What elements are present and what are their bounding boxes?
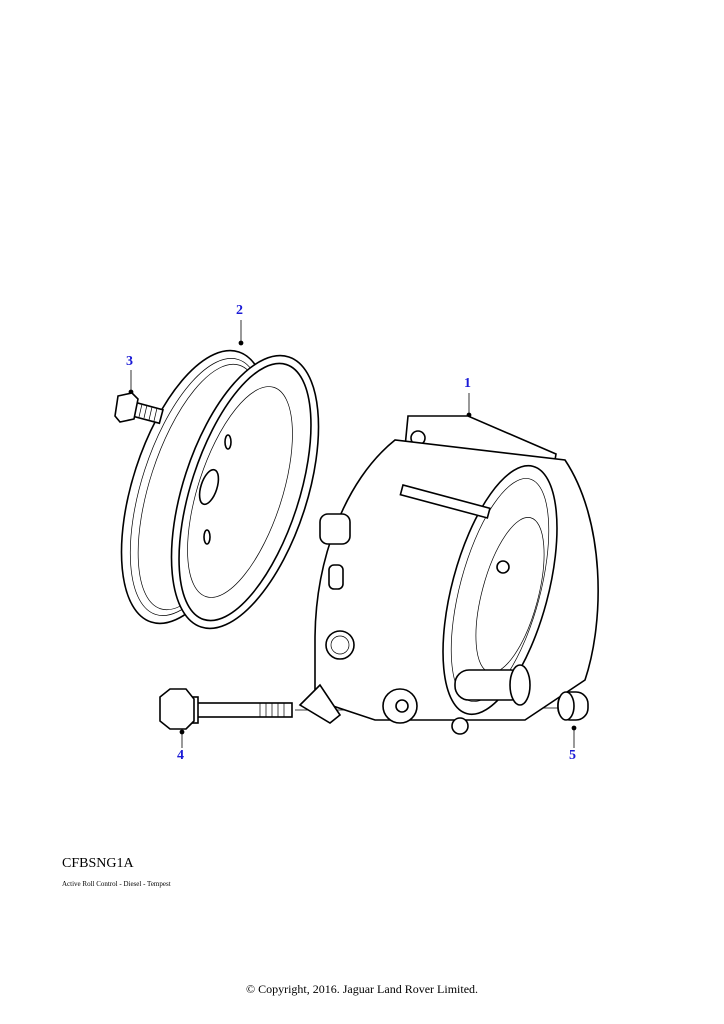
callout-4[interactable]: 4 [177,748,184,763]
callout-5[interactable]: 5 [569,748,576,763]
dowel-sleeve [557,691,589,721]
pulley [120,349,320,630]
illustration-description: Active Roll Control - Diesel - Tempest [62,880,171,888]
pump [298,415,599,735]
mounting-bolt [159,688,293,730]
illustration-code: CFBSNG1A [62,856,134,871]
callout-3[interactable]: 3 [126,354,133,369]
callout-1[interactable]: 1 [464,376,471,391]
copyright-notice: © Copyright, 2016. Jaguar Land Rover Lim… [245,982,479,996]
pulley-bolt [114,392,164,425]
callout-2[interactable]: 2 [236,303,243,318]
